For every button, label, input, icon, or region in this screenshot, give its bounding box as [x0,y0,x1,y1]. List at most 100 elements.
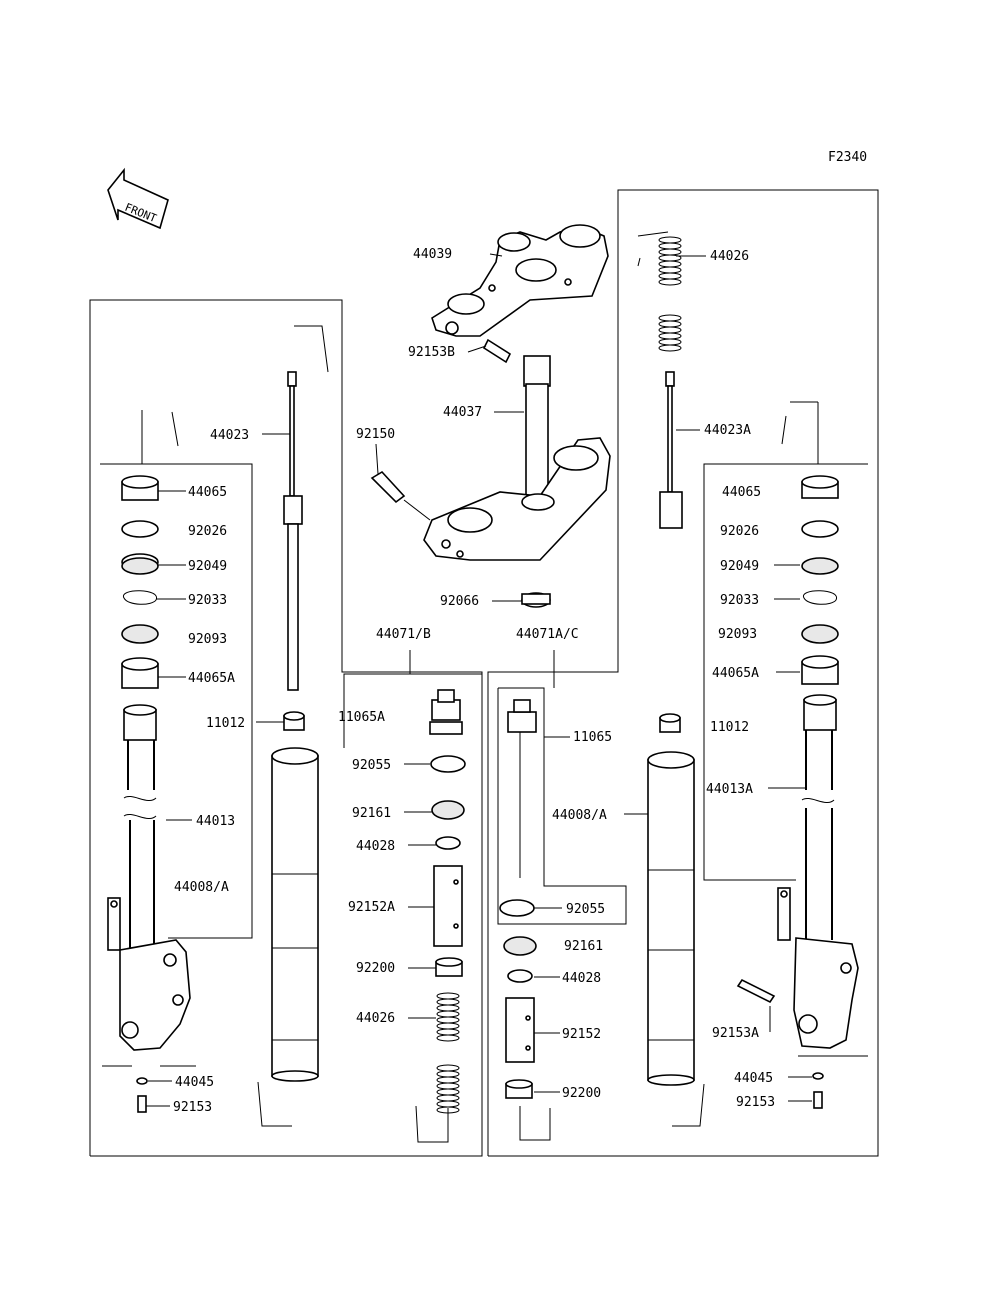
leader-lines [146,253,812,1107]
spring-coil [658,272,682,280]
label-44037: 44037 [443,405,482,420]
spring-coil [436,1082,460,1090]
label-44071ac: 44071A/C [516,627,579,642]
right-seal-stack [801,475,839,731]
spring-coil [436,998,460,1006]
label-44008a-right: 44008/A [552,808,607,823]
ring-92161-mid [431,800,465,820]
spring-coil [658,338,682,346]
spring-coil [658,332,682,340]
label-11012-left: 11012 [206,716,245,731]
cartridge-11065a [429,689,463,735]
bushing-11012-right [659,713,681,733]
label-92033-right: 92033 [720,593,759,608]
label-92161-right: 92161 [564,939,603,954]
inner-tube-right [647,751,695,1086]
spring-coil [658,242,682,250]
spring-coil [436,1100,460,1108]
spring-coil [658,266,682,274]
label-92026-left: 92026 [188,524,227,539]
spring-coil [436,1016,460,1024]
label-44065a-right: 44065A [712,666,759,681]
bolt-92150 [370,470,431,521]
label-44023: 44023 [210,428,249,443]
spring-44026-mid [436,992,460,1114]
oring-92055-mid [430,755,466,773]
label-44039: 44039 [413,247,452,262]
inner-tube-left [271,747,319,1082]
steering-stem [423,355,611,561]
spring-coil [436,1070,460,1078]
label-92049-left: 92049 [188,559,227,574]
label-92152a: 92152A [348,900,395,915]
spring-coil [436,1028,460,1036]
spring-coil [658,314,682,322]
label-44023a: 44023A [704,423,751,438]
bolt-92153-left [137,1095,147,1113]
oring-92055-right [499,899,535,917]
bolt-92153a [736,978,776,1004]
spring-coil [658,260,682,268]
left-subframe [100,463,253,939]
label-92026-right: 92026 [720,524,759,539]
label-44065a-left: 44065A [188,671,235,686]
part-labels: 44039 92153B 44037 92150 92066 44023 440… [173,247,775,1115]
spring-coil [436,1004,460,1012]
bush-44028-right [507,969,533,983]
spring-coil [658,248,682,256]
label-44065-left: 44065 [188,485,227,500]
upper-triple-clamp [431,224,609,337]
damper-rod-right [659,371,683,529]
front-arrow-icon: FRONT [107,167,169,230]
damper-rod-left [283,371,303,691]
spring-coil [658,344,682,352]
nut-92066 [521,592,551,608]
right-fork-frame [487,189,879,1157]
washer-44045-right [812,1072,824,1080]
label-92055-right: 92055 [566,902,605,917]
left-outer-tube-44013 [107,740,191,1051]
label-92153-left: 92153 [173,1100,212,1115]
label-44028-right: 44028 [562,971,601,986]
spacer-92152a [433,865,463,947]
left-fork-frame [89,299,483,1157]
label-44008a-left: 44008/A [174,880,229,895]
label-44026-top: 44026 [710,249,749,264]
seat-92200-mid [435,957,463,977]
label-92033-left: 92033 [188,593,227,608]
seat-92200-right [505,1079,533,1099]
spring-coil [436,1010,460,1018]
label-11065: 11065 [573,730,612,745]
label-44013: 44013 [196,814,235,829]
right-outer-tube-44013a [777,730,859,1049]
label-92150: 92150 [356,427,395,442]
label-92055-mid: 92055 [352,758,391,773]
spring-coil [436,1034,460,1042]
label-92093-left: 92093 [188,632,227,647]
break-marks [102,231,868,1143]
spring-coil [436,1022,460,1030]
label-11065a: 11065A [338,710,385,725]
label-92152-right: 92152 [562,1027,601,1042]
spring-coil [436,1106,460,1114]
right-subframe [703,463,868,881]
label-92161-mid: 92161 [352,806,391,821]
label-92066: 92066 [440,594,479,609]
label-92153b: 92153B [408,345,455,360]
spring-coil [436,1076,460,1084]
label-44065-right: 44065 [722,485,761,500]
spring-coil [658,320,682,328]
label-92153a: 92153A [712,1026,759,1041]
cartridge-frame-ac [497,687,627,925]
label-44071b: 44071/B [376,627,431,642]
label-92200-mid: 92200 [356,961,395,976]
spring-coil [658,278,682,286]
spring-coil [436,1088,460,1096]
spring-coil [436,1094,460,1102]
label-92093-right: 92093 [718,627,757,642]
figure-code: F2340 [828,150,867,165]
cartridge-11065 [507,699,537,878]
label-44045-right: 44045 [734,1071,773,1086]
label-44028-mid: 44028 [356,839,395,854]
